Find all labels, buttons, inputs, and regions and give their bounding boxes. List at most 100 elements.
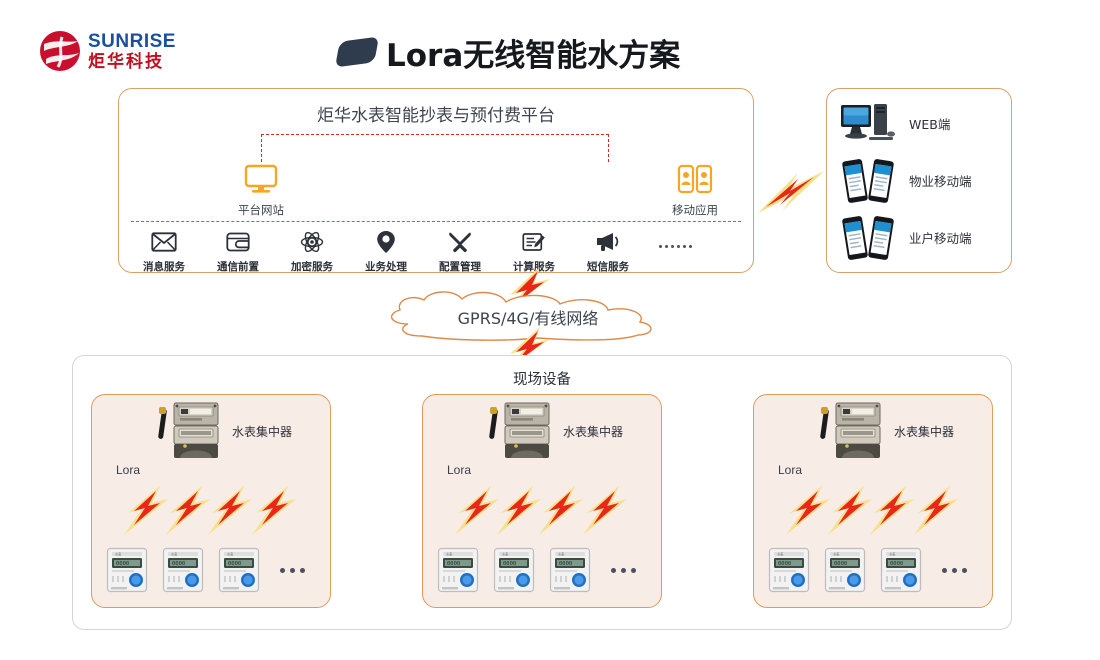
platform-panel: 炬华水表智能抄表与预付费平台 平台网站 bbox=[118, 88, 754, 273]
service-item-message[interactable]: 消息服务 bbox=[127, 229, 201, 274]
device-group: 水表集中器 Lora bbox=[91, 394, 331, 608]
service-item-encryption[interactable]: 加密服务 bbox=[275, 229, 349, 274]
water-meter-icon: 水表 0000 bbox=[880, 547, 922, 593]
svg-text:水表: 水表 bbox=[558, 551, 565, 556]
title-badge-icon bbox=[334, 36, 380, 68]
svg-text:水表: 水表 bbox=[115, 551, 122, 556]
water-meter-icon: 水表 0000 bbox=[549, 547, 591, 593]
svg-text:0000: 0000 bbox=[228, 561, 241, 567]
device-group: 水表集中器 Lora bbox=[422, 394, 662, 608]
platform-connector-bracket bbox=[261, 134, 609, 162]
lora-protocol-label: Lora bbox=[778, 463, 803, 477]
svg-text:0000: 0000 bbox=[116, 561, 129, 567]
logo-english-text: SUNRISE bbox=[88, 30, 176, 52]
service-item-business[interactable]: 业务处理 bbox=[349, 229, 423, 274]
terminal-row-web[interactable]: WEB端 bbox=[827, 98, 1011, 150]
terminal-row-tenant-mobile[interactable]: 业户移动端 bbox=[827, 212, 1011, 264]
field-devices-title: 现场设备 bbox=[513, 372, 571, 388]
water-meter-row: 水表 0000 水表 bbox=[106, 547, 320, 593]
platform-node-website[interactable]: 平台网站 bbox=[218, 161, 304, 218]
desktop-computer-icon bbox=[827, 102, 909, 146]
platform-node-mobile[interactable]: 移动应用 bbox=[652, 161, 738, 218]
location-pin-icon bbox=[349, 229, 423, 255]
meter-overflow-ellipsis bbox=[611, 567, 636, 573]
water-meter-concentrator-icon bbox=[816, 401, 886, 461]
meter-overflow-ellipsis bbox=[280, 567, 305, 573]
service-item-compute-label: 计算服务 bbox=[513, 261, 555, 273]
two-phones-icon bbox=[827, 158, 909, 204]
service-item-compute[interactable]: 计算服务 bbox=[497, 229, 571, 274]
lora-signal-bolts bbox=[786, 486, 958, 535]
platform-service-row: 消息服务 通信前置 bbox=[127, 229, 745, 274]
water-meter-row: 水表 0000 水表 bbox=[768, 547, 982, 593]
envelope-icon bbox=[127, 229, 201, 255]
service-item-message-label: 消息服务 bbox=[143, 261, 185, 273]
service-item-config-label: 配置管理 bbox=[439, 261, 481, 273]
water-meter-icon: 水表 0000 bbox=[824, 547, 866, 593]
svg-text:水表: 水表 bbox=[502, 551, 509, 556]
water-meter-concentrator-icon bbox=[154, 401, 224, 461]
device-group: 水表集中器 Lora bbox=[753, 394, 993, 608]
svg-text:0000: 0000 bbox=[172, 561, 185, 567]
svg-text:水表: 水表 bbox=[833, 551, 840, 556]
platform-divider bbox=[131, 221, 741, 222]
page-title-text: Lora无线智能水方案 bbox=[386, 37, 681, 74]
field-devices-panel: 现场设备 bbox=[72, 355, 1012, 630]
service-item-config[interactable]: 配置管理 bbox=[423, 229, 497, 274]
terminal-row-tenant-mobile-label: 业户移动端 bbox=[909, 231, 972, 246]
platform-node-mobile-label: 移动应用 bbox=[672, 203, 718, 217]
concentrator-label: 水表集中器 bbox=[232, 425, 293, 439]
atom-icon bbox=[275, 229, 349, 255]
lora-signal-bolts bbox=[124, 486, 296, 535]
page-title: Lora无线智能水方案 bbox=[334, 24, 681, 80]
concentrator-label: 水表集中器 bbox=[894, 425, 955, 439]
meter-overflow-ellipsis bbox=[942, 567, 967, 573]
water-meter-row: 水表 0000 水表 bbox=[437, 547, 651, 593]
svg-text:0000: 0000 bbox=[890, 561, 903, 567]
lora-protocol-label: Lora bbox=[116, 463, 141, 477]
network-cloud: GPRS/4G/有线网络 bbox=[378, 288, 678, 344]
svg-text:0000: 0000 bbox=[834, 561, 847, 567]
svg-text:0000: 0000 bbox=[559, 561, 572, 567]
terminal-row-property-mobile[interactable]: 物业移动端 bbox=[827, 155, 1011, 207]
svg-text:0000: 0000 bbox=[778, 561, 791, 567]
document-edit-icon bbox=[497, 229, 571, 255]
service-item-business-label: 业务处理 bbox=[365, 261, 407, 273]
logo-wordmark: SUNRISE 炬华科技 bbox=[88, 32, 176, 71]
svg-text:水表: 水表 bbox=[227, 551, 234, 556]
water-meter-icon: 水表 0000 bbox=[493, 547, 535, 593]
service-item-sms-label: 短信服务 bbox=[587, 261, 629, 273]
svg-text:水表: 水表 bbox=[446, 551, 453, 556]
terminal-row-web-label: WEB端 bbox=[909, 117, 951, 132]
two-phones-icon bbox=[827, 215, 909, 261]
company-logo: SUNRISE 炬华科技 bbox=[38, 26, 208, 76]
monitor-icon bbox=[218, 161, 304, 197]
terminal-row-property-mobile-label: 物业移动端 bbox=[909, 174, 972, 189]
water-meter-concentrator-icon bbox=[485, 401, 555, 461]
water-meter-icon: 水表 0000 bbox=[162, 547, 204, 593]
logo-chinese-text: 炬华科技 bbox=[88, 51, 164, 72]
wallet-icon bbox=[201, 229, 275, 255]
mobile-users-icon bbox=[652, 161, 738, 197]
water-meter-icon: 水表 0000 bbox=[768, 547, 810, 593]
svg-text:0000: 0000 bbox=[503, 561, 516, 567]
sunrise-swoosh-icon bbox=[38, 29, 82, 73]
terminals-panel: WEB端 bbox=[826, 88, 1012, 273]
svg-text:水表: 水表 bbox=[171, 551, 178, 556]
service-item-encryption-label: 加密服务 bbox=[291, 261, 333, 273]
concentrator-label: 水表集中器 bbox=[563, 425, 624, 439]
platform-node-website-label: 平台网站 bbox=[238, 203, 284, 217]
lora-protocol-label: Lora bbox=[447, 463, 472, 477]
tools-icon bbox=[423, 229, 497, 255]
service-item-comm-frontend[interactable]: 通信前置 bbox=[201, 229, 275, 274]
network-cloud-label: GPRS/4G/有线网络 bbox=[457, 309, 599, 328]
service-item-comm-frontend-label: 通信前置 bbox=[217, 261, 259, 273]
field-device-groups: 水表集中器 Lora bbox=[91, 394, 993, 608]
service-item-sms[interactable]: 短信服务 bbox=[571, 229, 645, 274]
cloud-shape-icon bbox=[390, 291, 652, 341]
service-overflow-ellipsis bbox=[645, 229, 705, 248]
lightning-bolt-platform-to-terminals bbox=[758, 171, 824, 213]
svg-text:水表: 水表 bbox=[889, 551, 896, 556]
water-meter-icon: 水表 0000 bbox=[218, 547, 260, 593]
